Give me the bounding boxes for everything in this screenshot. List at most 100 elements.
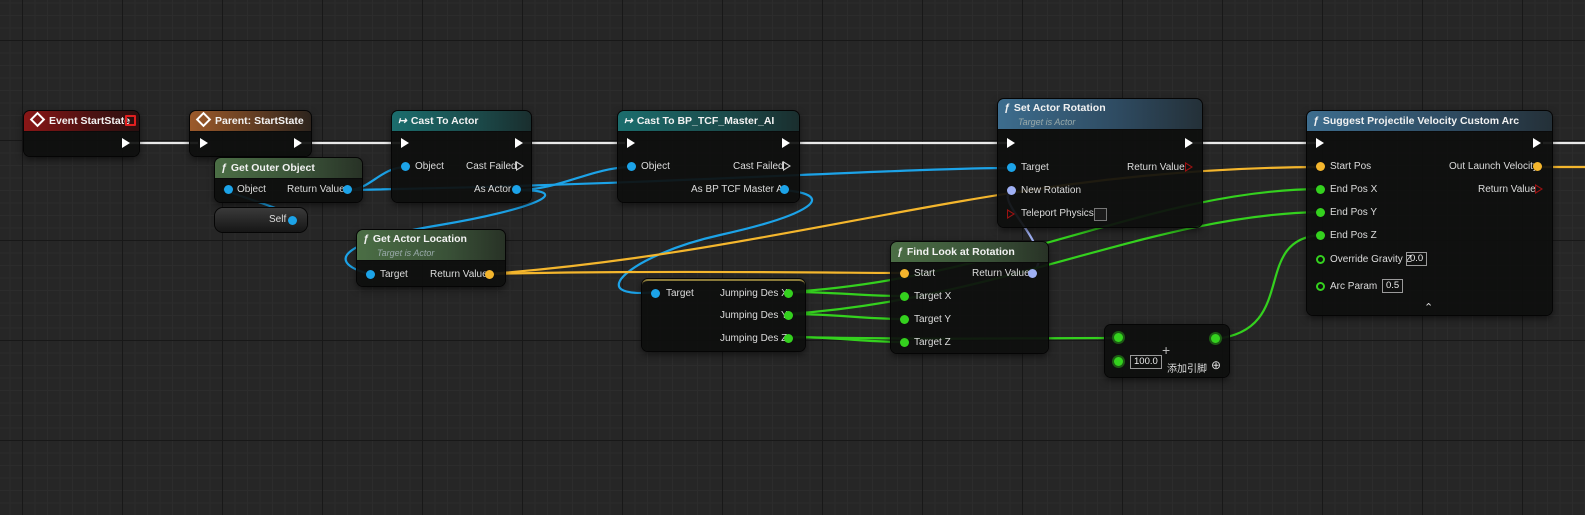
float-wire — [787, 312, 905, 321]
exec-in-pin[interactable] — [401, 138, 409, 148]
parent-startstate-node[interactable]: Parent: StartState — [190, 111, 311, 156]
pin-label: Arc Param — [1330, 281, 1378, 292]
pin-label: Object — [415, 161, 444, 172]
pin-label: As Actor — [474, 184, 512, 195]
exec-out-pin[interactable] — [515, 138, 523, 148]
b-value-input[interactable]: 100.0 — [1130, 355, 1162, 369]
new-rotation-pin[interactable] — [1007, 186, 1016, 195]
vector-wire — [488, 270, 905, 276]
function-icon: ƒ — [363, 233, 369, 245]
jumping-des-y-pin[interactable] — [784, 311, 793, 320]
float-wire — [787, 335, 905, 344]
cast-to-master-ai-node[interactable]: ↦Cast To BP_TCF_Master_AI Object Cast Fa… — [618, 111, 799, 202]
pin-label: Target X — [914, 291, 952, 302]
return-value-pin[interactable] — [485, 270, 494, 279]
add-pin-label[interactable]: 添加引脚 — [1167, 364, 1207, 375]
jumping-des-x-pin[interactable] — [784, 289, 793, 298]
pin-label: Cast Failed — [466, 161, 517, 172]
pin-label: Return Value — [287, 184, 345, 195]
return-value-pin[interactable] — [1535, 184, 1543, 194]
delegate-pin[interactable] — [125, 115, 136, 126]
node-header: ↦Cast To Actor — [392, 111, 531, 132]
exec-out-pin[interactable] — [782, 138, 790, 148]
cast-failed-pin[interactable] — [783, 161, 791, 171]
collapse-icon[interactable]: ⌃ — [1424, 302, 1434, 314]
add-float-node[interactable]: + 100.0 添加引脚 ⊕ — [1105, 325, 1229, 377]
exec-out-pin[interactable] — [1533, 138, 1541, 148]
teleport-physics-pin[interactable] — [1007, 209, 1015, 219]
function-icon: ƒ — [221, 162, 227, 174]
exec-out-pin[interactable] — [294, 138, 302, 148]
pin-label: Start — [914, 268, 936, 279]
exec-in-pin[interactable] — [1316, 138, 1324, 148]
jumping-des-getter-node[interactable]: Target Jumping Des X Jumping Des Y Jumpi… — [642, 279, 805, 351]
b-in-pin[interactable] — [1114, 357, 1123, 366]
jumping-des-z-pin[interactable] — [784, 334, 793, 343]
return-value-pin[interactable] — [1028, 269, 1037, 278]
target-in-pin[interactable] — [1007, 163, 1016, 172]
exec-out-pin[interactable] — [1185, 138, 1193, 148]
event-startstate-node[interactable]: Event StartState — [24, 111, 139, 156]
add-pin-icon[interactable]: ⊕ — [1211, 358, 1222, 372]
target-in-pin[interactable] — [366, 270, 375, 279]
override-gravity-pin[interactable] — [1316, 255, 1325, 264]
as-actor-pin[interactable] — [512, 185, 521, 194]
pin-label: End Pos Y — [1330, 207, 1378, 218]
object-in-pin[interactable] — [224, 185, 233, 194]
exec-in-pin[interactable] — [1007, 138, 1015, 148]
exec-out-pin[interactable] — [122, 138, 130, 148]
node-header: Event StartState — [24, 111, 139, 132]
start-pin[interactable] — [900, 269, 909, 278]
node-header: ↦Cast To BP_TCF_Master_AI — [618, 111, 799, 132]
target-in-pin[interactable] — [651, 289, 660, 298]
add-operator-icon: + — [1162, 342, 1171, 358]
exec-in-pin[interactable] — [627, 138, 635, 148]
object-in-pin[interactable] — [401, 162, 410, 171]
return-value-pin[interactable] — [1185, 162, 1193, 172]
target-z-pin[interactable] — [900, 338, 909, 347]
cast-failed-pin[interactable] — [516, 161, 524, 171]
target-y-pin[interactable] — [900, 315, 909, 324]
self-out-pin[interactable] — [288, 216, 297, 225]
arc-param-pin[interactable] — [1316, 282, 1325, 291]
end-pos-y-pin[interactable] — [1316, 208, 1325, 217]
exec-in-pin[interactable] — [200, 138, 208, 148]
self-label: Self — [269, 214, 287, 225]
event-icon — [195, 111, 212, 128]
end-pos-z-pin[interactable] — [1316, 231, 1325, 240]
pin-label: Jumping Des Z — [720, 333, 788, 344]
float-wire — [787, 210, 1321, 316]
arc-param-input[interactable]: 0.5 — [1382, 279, 1404, 293]
teleport-physics-checkbox[interactable] — [1094, 208, 1107, 221]
override-gravity-input[interactable]: 0.0 — [1406, 252, 1428, 266]
out-launch-velocity-pin[interactable] — [1533, 162, 1542, 171]
result-out-pin[interactable] — [1211, 334, 1220, 343]
object-in-pin[interactable] — [627, 162, 636, 171]
node-title: Suggest Projectile Velocity Custom Arc — [1322, 115, 1520, 127]
as-master-ai-pin[interactable] — [780, 185, 789, 194]
return-value-pin[interactable] — [343, 185, 352, 194]
cast-to-actor-node[interactable]: ↦Cast To Actor Object Cast Failed As Act… — [392, 111, 531, 202]
pin-label: Jumping Des X — [720, 288, 788, 299]
function-icon: ƒ — [897, 246, 903, 258]
float-wire — [787, 290, 905, 298]
pin-label: Return Value — [972, 268, 1030, 279]
start-pos-pin[interactable] — [1316, 162, 1325, 171]
target-x-pin[interactable] — [900, 292, 909, 301]
self-node[interactable]: Self — [215, 208, 307, 232]
end-pos-x-pin[interactable] — [1316, 185, 1325, 194]
pin-label: Out Launch Velocity — [1449, 161, 1538, 172]
node-subtitle: Target is Actor — [377, 248, 435, 258]
pin-label: End Pos Z — [1330, 230, 1377, 241]
pin-label: Start Pos — [1330, 161, 1372, 172]
a-in-pin[interactable] — [1114, 333, 1123, 342]
